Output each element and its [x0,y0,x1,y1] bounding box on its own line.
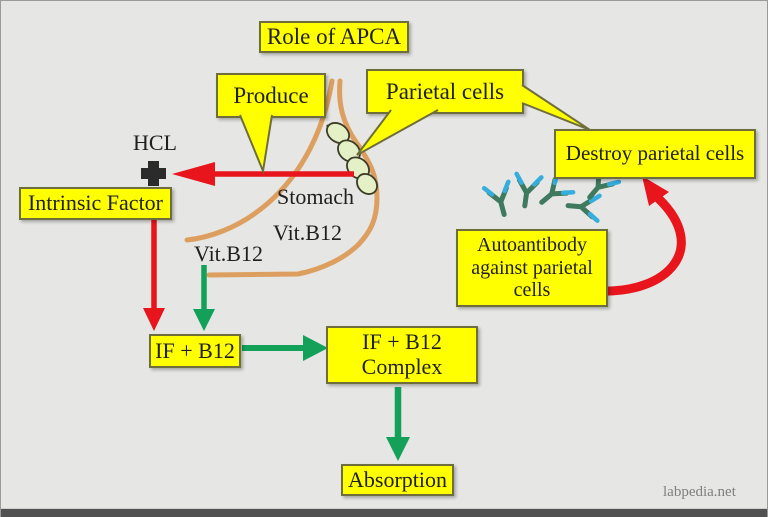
complex-line1: IF + B12 [362,329,442,355]
title-text: Role of APCA [266,24,402,50]
if-b12-complex-box: IF + B12 Complex [326,326,478,384]
bottom-border-bar [1,508,767,517]
absorption-box: Absorption [341,464,454,496]
produce-text: Produce [233,82,309,108]
arrow-complex-absorption [386,387,410,461]
autoantibody-line3: cells [513,279,551,302]
produce-box: Produce [216,73,326,118]
antibody-icon [484,182,516,218]
absorption-text: Absorption [348,466,447,492]
autoantibody-line2: against parietal [471,256,593,279]
vit-b12-lower-label: Vit.B12 [194,241,263,266]
parietal-cells-text: Parietal cells [385,78,505,104]
title-box: Role of APCA [259,21,409,53]
arrow-b12-down [193,265,215,331]
arrow-autoantibody-destroy [593,176,686,296]
hcl-label: HCL [133,130,177,155]
destroy-text: Destroy parietal cells [565,141,745,166]
watermark: labpedia.net [663,484,736,500]
if-b12-box: IF + B12 [149,334,241,368]
stomach-label: Stomach [277,184,354,209]
arrow-ifb12-complex [242,335,328,361]
arrow-if-down [143,220,165,331]
autoantibody-line1: Autoantibody [477,234,587,257]
plus-icon [141,161,166,186]
antibody-icon [512,174,541,208]
intrinsic-factor-text: Intrinsic Factor [27,190,164,216]
intrinsic-factor-box: Intrinsic Factor [19,187,172,220]
parietal-cells-box: Parietal cells [366,69,524,114]
vit-b12-upper-label: Vit.B12 [273,220,342,245]
if-b12-text: IF + B12 [155,337,235,363]
complex-line2: Complex [361,354,443,379]
arrow-produce-hcl-if [172,162,354,186]
destroy-parietal-cells-box: Destroy parietal cells [554,129,756,179]
antibody-icon [567,193,600,221]
autoantibody-box: Autoantibody against parietal cells [456,229,608,307]
